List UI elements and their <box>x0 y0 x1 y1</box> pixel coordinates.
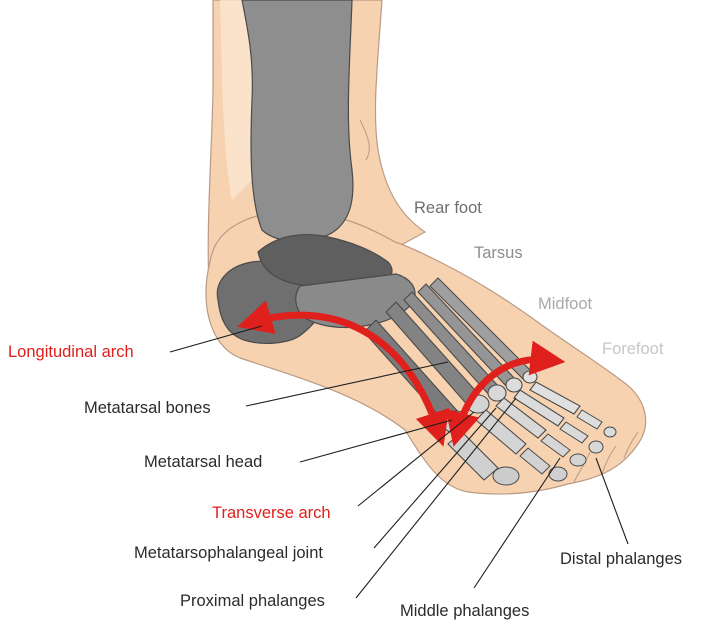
distal-phalanx-5 <box>604 427 616 437</box>
label-rear-foot: Rear foot <box>414 200 482 217</box>
tibia-bone <box>242 0 353 241</box>
label-metatarsal-bones: Metatarsal bones <box>84 400 211 417</box>
label-midfoot: Midfoot <box>538 296 592 313</box>
label-metatarsal-head: Metatarsal head <box>144 454 262 471</box>
distal-phalanx-3 <box>570 454 586 466</box>
distal-phalanx-1 <box>493 467 519 485</box>
leader-distal-phalanges <box>596 458 628 544</box>
label-mtp-joint: Metatarsophalangeal joint <box>134 545 323 562</box>
label-proximal-phalanges: Proximal phalanges <box>180 593 325 610</box>
label-longitudinal-arch: Longitudinal arch <box>8 344 134 361</box>
distal-phalanx-2 <box>549 467 567 481</box>
label-forefoot: Forefoot <box>602 341 663 358</box>
distal-phalanx-4 <box>589 441 603 453</box>
label-middle-phalanges: Middle phalanges <box>400 603 529 620</box>
label-transverse-arch: Transverse arch <box>212 505 331 522</box>
metatarsal-head-5 <box>523 371 537 383</box>
label-tarsus: Tarsus <box>474 245 523 262</box>
label-distal-phalanges: Distal phalanges <box>560 551 682 568</box>
